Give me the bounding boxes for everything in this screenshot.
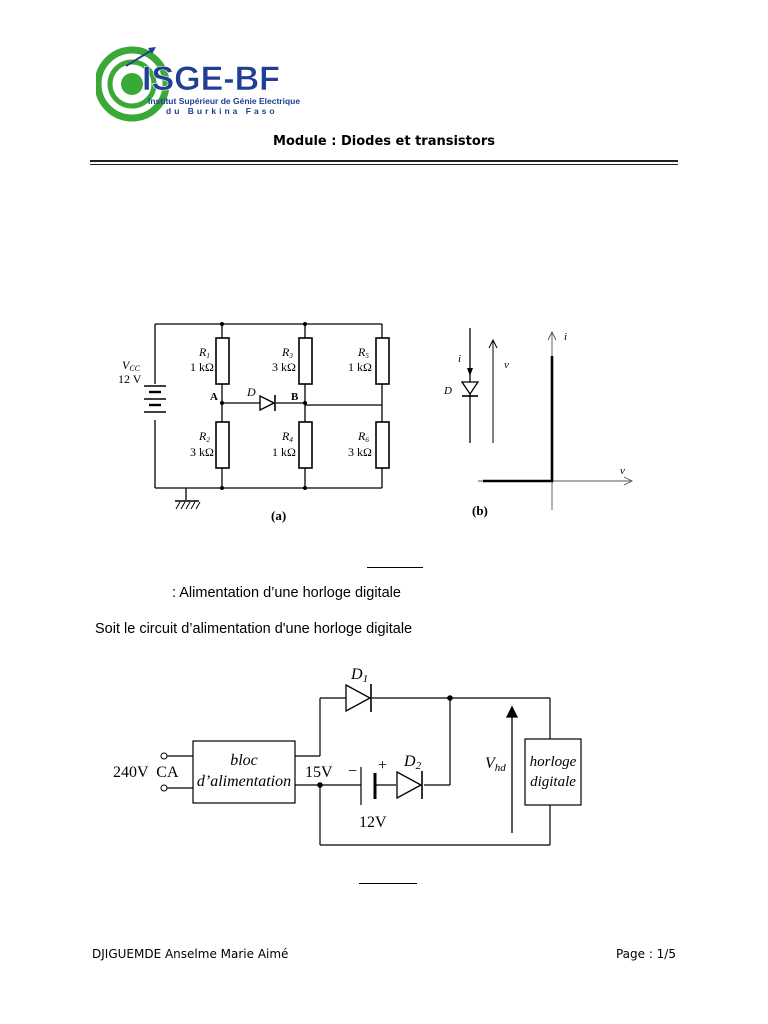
bridge-wires [154, 323, 383, 500]
diode-d2-icon [396, 770, 423, 800]
footer-author: DJIGUEMDE Anselme Marie Aimé [92, 947, 289, 961]
r5-label: R5 [357, 345, 369, 360]
logo-brand: ISGE-BF [142, 60, 280, 98]
clock-line1: horloge [530, 754, 577, 770]
figure-caption-blank [367, 567, 423, 568]
footer-page-number: Page : 1/5 [615, 947, 676, 961]
block-line2: d’alimentation [197, 773, 291, 790]
diode-d1-icon [345, 683, 372, 713]
logo-line1: Institut Supérieur de Génie Electrique [148, 96, 300, 106]
figure-bridge-circuit: VCC 12 V R1 1 kΩ R2 3 kΩ R3 3 kΩ R4 1 kΩ… [118, 322, 634, 523]
voltage-arrow-icon [488, 338, 498, 443]
exercise-intro: Soit le circuit d’alimentation d'une hor… [95, 621, 413, 637]
battery-12v-icon [360, 767, 377, 805]
caption-b: (b) [472, 503, 488, 518]
diode-b-label: D [443, 385, 452, 397]
exercise-title: : Alimentation d’une horloge digitale [172, 585, 401, 601]
clock-box [524, 738, 582, 806]
axis-i-label: i [564, 331, 567, 343]
supply-wires [164, 697, 551, 846]
battery-minus-label: − [348, 763, 357, 780]
output-15v-label: 15V [305, 764, 333, 781]
characteristic-curve [483, 356, 554, 483]
vcc-value: 12 V [118, 372, 142, 386]
figure-clock-supply: 240V CA bloc d’alimentation 15V − + 12V … [113, 666, 582, 846]
clock-line2: digitale [530, 774, 576, 790]
axis-v-label: v [620, 465, 625, 477]
r1-value: 1 kΩ [190, 360, 214, 374]
r4-label: R4 [281, 429, 293, 444]
current-arrow-icon [467, 368, 473, 376]
d2-label: D2 [403, 753, 422, 772]
r6-value: 3 kΩ [348, 445, 372, 459]
d1-label: D1 [350, 666, 368, 685]
resistor-boxes [215, 337, 390, 469]
diode-d-icon [259, 394, 276, 412]
junction-dots [317, 695, 453, 788]
isge-bf-logo: ISGE-BF Institut Supérieur de Génie Elec… [96, 46, 300, 122]
header-rule [90, 160, 678, 162]
node-b-label: B [291, 391, 299, 403]
r2-label: R2 [198, 429, 210, 444]
input-terminals-icon [160, 752, 168, 792]
page-title: Module : Diodes et transistors [273, 134, 495, 149]
caption-a: (a) [271, 508, 286, 523]
ground-icon [175, 500, 201, 510]
r3-value: 3 kΩ [272, 360, 296, 374]
r3-label: R3 [281, 345, 293, 360]
header-rule-thin [90, 164, 678, 165]
diode-d-label: D [246, 385, 256, 399]
node-a-label: A [210, 391, 218, 403]
r6-label: R6 [357, 429, 369, 444]
figure-caption-blank-2 [359, 883, 417, 884]
r1-label: R1 [198, 345, 210, 360]
battery-value-label: 12V [359, 814, 387, 831]
vhd-arrow-icon [505, 705, 519, 833]
circuit-nodes [220, 322, 307, 490]
battery-icon [144, 385, 166, 413]
r4-value: 1 kΩ [272, 445, 296, 459]
power-block-box [192, 740, 296, 804]
diode-b-symbol [460, 328, 480, 443]
logo-line2: du Burkina Faso [166, 106, 278, 116]
vhd-label: Vhd [485, 755, 506, 774]
r5-value: 1 kΩ [348, 360, 372, 374]
voltage-label: v [504, 359, 509, 371]
battery-plus-label: + [378, 757, 387, 774]
block-line1: bloc [230, 752, 258, 769]
characteristic-axes [478, 330, 634, 510]
current-label: i [458, 353, 461, 365]
input-voltage-label: 240V CA [113, 764, 179, 781]
r2-value: 3 kΩ [190, 445, 214, 459]
logo-rings-icon [96, 46, 170, 122]
vcc-label: VCC [122, 358, 141, 373]
